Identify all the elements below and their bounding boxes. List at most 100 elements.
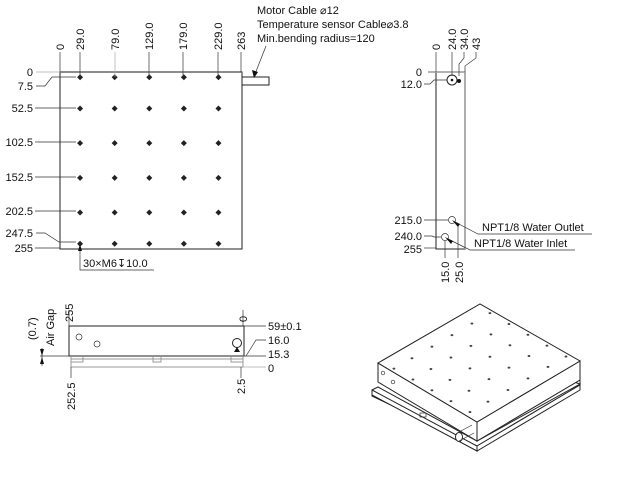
dim-y-52.5: 52.5 — [12, 103, 33, 115]
side-dim-y-255: 255 — [404, 244, 422, 256]
water-inlet-port — [441, 233, 449, 241]
dim-y-0: 0 — [27, 67, 33, 79]
front-dim-0-top: 0 — [238, 316, 250, 322]
front-dim-59: 59±0.1 — [268, 321, 302, 333]
side-dim-24: 24.0 — [447, 29, 459, 50]
cable-exit — [241, 76, 270, 86]
iso-mounting-hole — [507, 366, 511, 369]
front-view-base — [70, 358, 244, 368]
side-dim-34: 34.0 — [459, 29, 471, 50]
mounting-hole — [77, 209, 84, 216]
dim-x-179: 179.0 — [178, 22, 190, 50]
iso-mounting-hole — [488, 312, 492, 315]
hole-callout: 30×M6↧10.0 — [78, 244, 154, 271]
cable-note-line-2: Temperature sensor Cable⌀3.8 — [257, 19, 409, 31]
iso-mounting-hole — [564, 355, 568, 358]
iso-mounting-hole — [449, 356, 453, 359]
iso-mounting-hole — [545, 344, 549, 347]
water-outlet-port — [448, 216, 456, 224]
side-x-dimensions: 0 24.0 34.0 43 — [431, 29, 483, 50]
front-dim-255: 255 — [64, 304, 76, 322]
top-x-dimensions: 0 29.0 79.0 129.0 179.0 229.0 263 — [55, 22, 248, 50]
iso-mounting-hole — [489, 333, 493, 336]
hole-grid — [77, 74, 222, 247]
mounting-hole — [77, 105, 84, 112]
top-extension-lines — [59, 52, 242, 77]
dim-y-7.5: 7.5 — [18, 81, 33, 93]
iso-mounting-hole — [508, 344, 512, 347]
front-view: 255 0 (0.7) Air Gap 59±0.1 16.0 15.3 0 2… — [27, 304, 302, 410]
iso-mounting-hole — [526, 333, 530, 336]
top-view-outline — [59, 71, 243, 250]
cable-port — [232, 338, 242, 348]
mounting-hole — [180, 105, 187, 112]
side-dim-y-12: 12.0 — [401, 79, 422, 91]
mounting-hole — [180, 209, 187, 216]
arrow-icon — [252, 70, 258, 78]
iso-mounting-hole — [546, 365, 550, 368]
mounting-hole — [146, 174, 153, 181]
dim-x-263: 263 — [236, 32, 248, 50]
side-dim-y-240: 240.0 — [394, 231, 422, 243]
cable-note-line-1: Motor Cable ⌀12 — [257, 5, 339, 17]
front-dim-252.5: 252.5 — [66, 382, 78, 410]
iso-mounting-hole — [486, 400, 490, 403]
mounting-hole — [215, 74, 222, 81]
side-view: 0 24.0 34.0 43 0 12.0 215.0 240.0 255 15… — [394, 29, 592, 283]
iso-mounting-hole — [430, 389, 434, 392]
side-y-dimensions: 0 12.0 215.0 240.0 255 — [394, 67, 422, 256]
top-y-dimensions: 0 7.5 52.5 102.5 152.5 202.5 247.5 255 — [5, 67, 33, 255]
mounting-hole — [111, 140, 118, 147]
dim-x-129: 129.0 — [144, 22, 156, 50]
air-gap-value: (0.7) — [27, 317, 39, 340]
mounting-hole — [146, 240, 153, 247]
front-dim-0: 0 — [268, 363, 274, 375]
mounting-hole — [111, 105, 118, 112]
side-dim-15: 15.0 — [440, 262, 452, 283]
mounting-hole — [146, 74, 153, 81]
mounting-hole — [180, 174, 187, 181]
iso-mounting-hole — [411, 378, 415, 381]
hole-callout-text: 30×M6↧10.0 — [83, 258, 148, 270]
side-dim-y-0: 0 — [416, 67, 422, 79]
water-inlet-label: NPT1/8 Water Inlet — [474, 238, 567, 250]
mounting-hole — [77, 240, 84, 247]
iso-mounting-hole — [527, 355, 531, 358]
iso-mounting-hole — [468, 367, 472, 370]
iso-mounting-hole — [470, 322, 474, 325]
mounting-hole — [111, 74, 118, 81]
dim-y-247.5: 247.5 — [5, 228, 33, 240]
mounting-hole — [215, 209, 222, 216]
iso-mounting-hole — [488, 355, 492, 358]
iso-mounting-hole — [429, 368, 433, 371]
mounting-hole — [215, 140, 222, 147]
side-dim-0: 0 — [431, 44, 443, 50]
iso-hole-grid — [392, 312, 568, 413]
dim-y-102.5: 102.5 — [5, 137, 33, 149]
mounting-hole — [215, 240, 222, 247]
mounting-hole — [111, 174, 118, 181]
iso-mounting-hole — [469, 344, 473, 347]
mounting-hole — [146, 140, 153, 147]
iso-mounting-hole — [507, 322, 511, 325]
mounting-hole — [215, 174, 222, 181]
water-outlet-label: NPT1/8 Water Outlet — [482, 222, 584, 234]
mounting-hole — [180, 140, 187, 147]
iso-mounting-hole — [449, 400, 453, 403]
iso-mounting-hole — [506, 388, 510, 391]
dim-x-0: 0 — [55, 44, 67, 50]
dim-x-29: 29.0 — [75, 29, 87, 50]
iso-mounting-hole — [487, 378, 491, 381]
iso-mounting-hole — [410, 357, 414, 360]
side-dim-43: 43 — [471, 38, 483, 50]
air-gap-label: Air Gap — [45, 309, 57, 346]
front-view-body — [68, 325, 245, 357]
mounting-hole — [77, 140, 84, 147]
dim-y-255: 255 — [15, 243, 33, 255]
mounting-hole — [111, 209, 118, 216]
iso-mounting-hole — [430, 345, 434, 348]
cable-note-line-3: Min.bending radius=120 — [257, 33, 375, 45]
front-dim-15.3: 15.3 — [268, 349, 289, 361]
left-leader-lines — [35, 71, 76, 249]
